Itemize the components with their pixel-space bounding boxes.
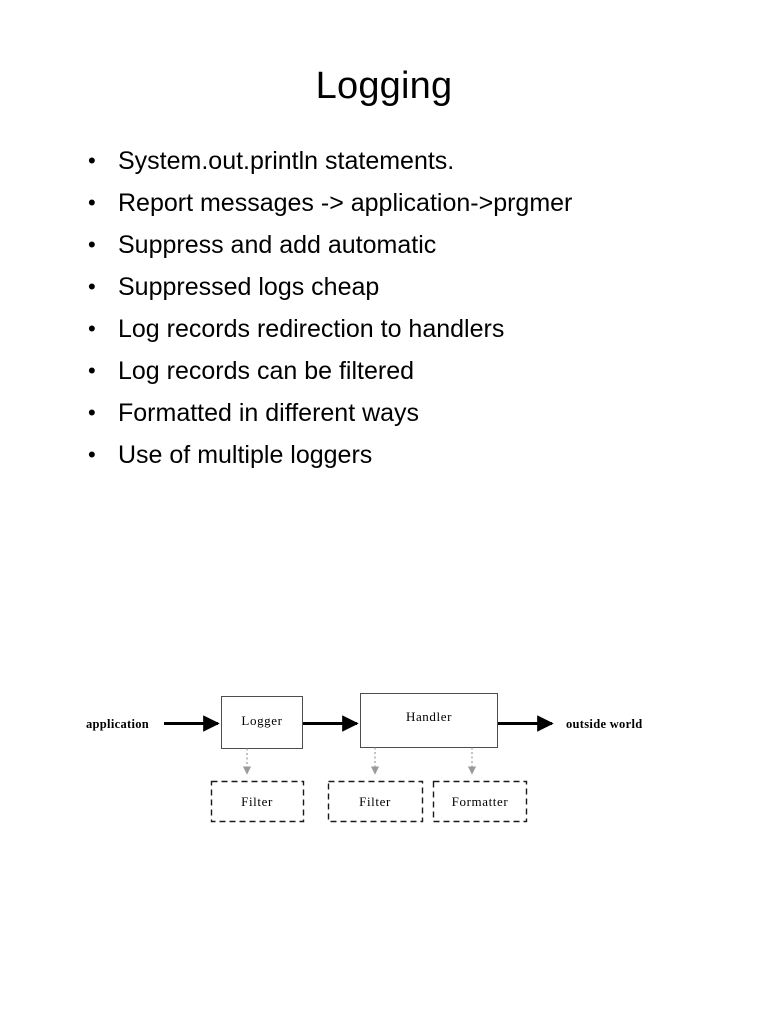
logging-pipeline-diagram: application Logger Handler outside world… [0,675,768,835]
pipeline-svg: application Logger Handler outside world… [86,693,642,823]
bullet-list: • System.out.println statements. • Repor… [88,140,688,476]
attachment-handler-formatter-label: Formatter [452,794,509,809]
list-item: • Use of multiple loggers [88,434,688,476]
node-handler-label: Handler [406,709,452,724]
attachment-handler-filter-box[interactable] [327,780,424,823]
bullet-dot-icon: • [88,274,96,299]
attachment-handler-filter-label: Filter [359,794,391,809]
list-item: • Log records can be filtered [88,350,688,392]
bullet-dot-icon: • [88,400,96,425]
bullet-dot-icon: • [88,148,96,173]
list-item-label: Use of multiple loggers [118,441,373,469]
page-title: Logging [315,65,453,107]
bullet-dot-icon: • [88,232,96,257]
list-item-label: Suppressed logs cheap [118,273,380,301]
node-handler-box[interactable] [360,693,498,748]
list-item-label: Formatted in different ways [118,399,420,427]
list-item: • Suppress and add automatic [88,224,688,266]
node-logger-label: Logger [241,713,282,728]
list-item: • Log records redirection to handlers [88,308,688,350]
bullet-dot-icon: • [88,190,96,215]
bullet-dot-icon: • [88,316,96,341]
list-item: • Formatted in different ways [88,392,688,434]
node-logger-box[interactable] [221,696,303,749]
attachment-logger-filter-label: Filter [241,794,273,809]
list-item-label: Log records redirection to handlers [118,315,505,343]
list-item: • System.out.println statements. [88,140,688,182]
list-item-label: Log records can be filtered [118,357,415,385]
list-item: • Report messages -> application->prgmer [88,182,688,224]
list-item-label: System.out.println statements. [118,147,455,175]
diagram-source-label: application [86,717,149,731]
attachment-logger-filter-box[interactable] [210,780,305,823]
attachment-handler-formatter-box[interactable] [432,780,528,823]
diagram-sink-label: outside world [566,717,642,731]
bullet-dot-icon: • [88,358,96,383]
list-item: • Suppressed logs cheap [88,266,688,308]
bullet-dot-icon: • [88,442,96,467]
list-item-label: Suppress and add automatic [118,231,437,259]
list-item-label: Report messages -> application->prgmer [118,189,573,217]
